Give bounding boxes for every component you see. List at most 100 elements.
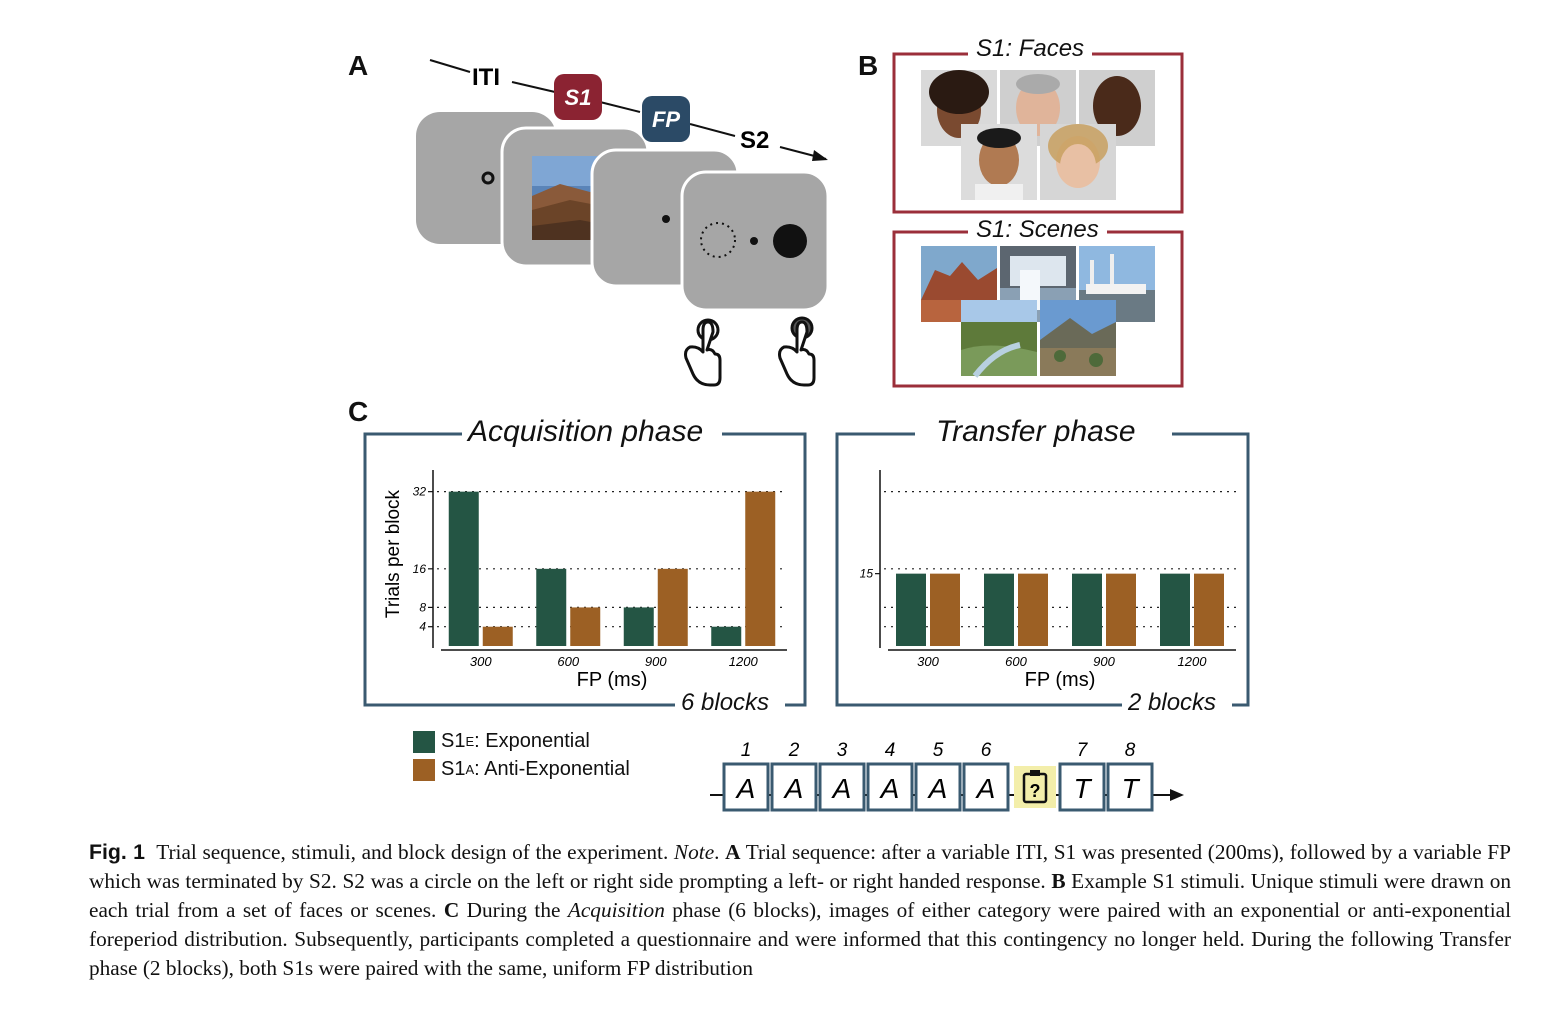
block-number: 5	[933, 740, 944, 761]
s1-badge-label: S1	[565, 85, 592, 110]
acquisition-phase-title: Acquisition phase	[462, 415, 710, 449]
trial-sequence-diagram: ITI S2 S1 FP	[416, 59, 830, 387]
y-axis-label: Trials per block	[383, 489, 404, 618]
block-letter: A	[783, 773, 804, 804]
block-1: A1	[722, 740, 770, 812]
timeline-segment	[511, 81, 556, 93]
transfer-bar-chart: 300 600 900 1200 15 FP (ms)	[860, 470, 1236, 691]
block-4: A4	[866, 740, 914, 812]
figure-caption: Fig. 1 Trial sequence, stimuli, and bloc…	[89, 838, 1511, 983]
caption-text: Trial sequence, stimuli, and block desig…	[156, 840, 674, 864]
x-axis-label: FP (ms)	[1025, 669, 1096, 691]
block-number: 2	[788, 740, 800, 761]
legend-exp-prefix: S1	[441, 730, 466, 752]
caption-text: Trial sequence: after a variable ITI, S1…	[89, 840, 1511, 893]
block-5: A5	[914, 740, 962, 812]
acquisition-frame	[722, 432, 807, 707]
bar-anti-exponential-600	[1018, 573, 1048, 646]
phase-frames	[363, 432, 1250, 707]
block-sequence: A1 A2 A3 A4 A5 A6 ? T7 T8	[710, 740, 1184, 812]
fixation-dot	[662, 215, 670, 223]
block-letter: A	[831, 773, 852, 804]
bar-exponential-900	[1072, 573, 1102, 646]
x-tick-label: 1200	[729, 654, 759, 669]
x-tick-label: 600	[1005, 654, 1027, 669]
y-tick-label: 15	[860, 567, 874, 581]
s2-label: S2	[740, 127, 769, 154]
bar-anti-exponential-300	[482, 626, 513, 646]
block-letter: A	[927, 773, 948, 804]
x-tick-label: 900	[645, 654, 667, 669]
block-6: A6	[962, 740, 1010, 812]
scene-image-4	[961, 300, 1037, 378]
bar-exponential-900	[623, 607, 654, 646]
block-letter: T	[1121, 773, 1140, 804]
face-image-5	[1040, 124, 1116, 200]
caption-text: Example S1 stimuli. Unique stimuli were …	[89, 869, 1511, 922]
legend-anti-prefix: S1	[441, 758, 466, 780]
transfer-frame	[1172, 432, 1250, 707]
bar-exponential-600	[984, 573, 1014, 646]
block-3: A3	[818, 740, 866, 812]
y-tick-label: 16	[413, 562, 427, 576]
bar-anti-exponential-900	[1106, 573, 1136, 646]
bar-exponential-1200	[711, 626, 742, 646]
transfer-phase-title: Transfer phase	[930, 415, 1142, 449]
scene-image-5	[1040, 300, 1116, 376]
block-number: 1	[741, 740, 752, 761]
clipboard-question-icon: ?	[1014, 766, 1056, 808]
x-axis-label: FP (ms)	[577, 669, 648, 691]
bar-anti-exponential-900	[657, 568, 688, 646]
block-8: T8	[1106, 740, 1154, 812]
bar-anti-exponential-1200	[745, 491, 776, 646]
svg-text:?: ?	[1030, 781, 1041, 801]
block-letter: T	[1073, 773, 1092, 804]
timeline-arrowhead	[812, 150, 828, 161]
panel-label-a: A	[348, 50, 369, 81]
legend-exp-text: : Exponential	[474, 730, 590, 752]
legend-exp-sub: E	[465, 734, 475, 749]
x-tick-label: 300	[917, 654, 939, 669]
caption-ref-a: A	[725, 840, 741, 864]
right-target-circle	[773, 224, 807, 258]
bar-anti-exponential-1200	[1194, 573, 1224, 646]
y-tick-label: 8	[419, 600, 426, 614]
fp-badge	[642, 96, 690, 142]
block-number: 4	[885, 740, 896, 761]
caption-label: Fig. 1	[89, 840, 145, 864]
bar-exponential-600	[536, 568, 567, 646]
x-tick-label: 300	[470, 654, 492, 669]
bar-exponential-1200	[1160, 573, 1190, 646]
x-tick-label: 600	[557, 654, 579, 669]
block-number: 7	[1077, 740, 1089, 761]
caption-ref-b: B	[1051, 869, 1066, 893]
timeline-segment	[689, 123, 736, 137]
fixation-dot	[481, 171, 495, 185]
iti-label: ITI	[472, 64, 500, 91]
acquisition-blocks-label: 6 blocks	[675, 689, 776, 717]
right-hand-pointer-icon	[778, 316, 816, 387]
legend-anti-sub: A	[465, 762, 475, 777]
bar-exponential-300	[896, 573, 926, 646]
fp-badge-label: FP	[652, 107, 680, 132]
caption-text: During the	[459, 898, 568, 922]
caption-ref-c: C	[443, 898, 460, 922]
caption-acquisition: Acquisition	[567, 898, 665, 922]
legend-swatch-exponential	[413, 730, 435, 753]
caption-note: Note	[673, 840, 715, 864]
acquisition-frame	[363, 432, 675, 707]
transfer-frame	[835, 432, 1122, 707]
s1-badge	[554, 74, 602, 120]
timeline-segment	[429, 59, 471, 73]
face-image-4	[961, 124, 1037, 200]
left-hand-pointer-icon	[684, 318, 722, 387]
y-tick-label: 4	[419, 620, 426, 634]
scenes-title: S1: Scenes	[968, 216, 1107, 244]
legend-anti-text: : Anti-Exponential	[474, 758, 630, 780]
sequence-arrowhead	[1170, 789, 1184, 801]
caption-text: phase (6 blocks), images of either categ…	[89, 898, 1511, 980]
x-tick-label: 1200	[1178, 654, 1208, 669]
x-tick-label: 900	[1093, 654, 1115, 669]
